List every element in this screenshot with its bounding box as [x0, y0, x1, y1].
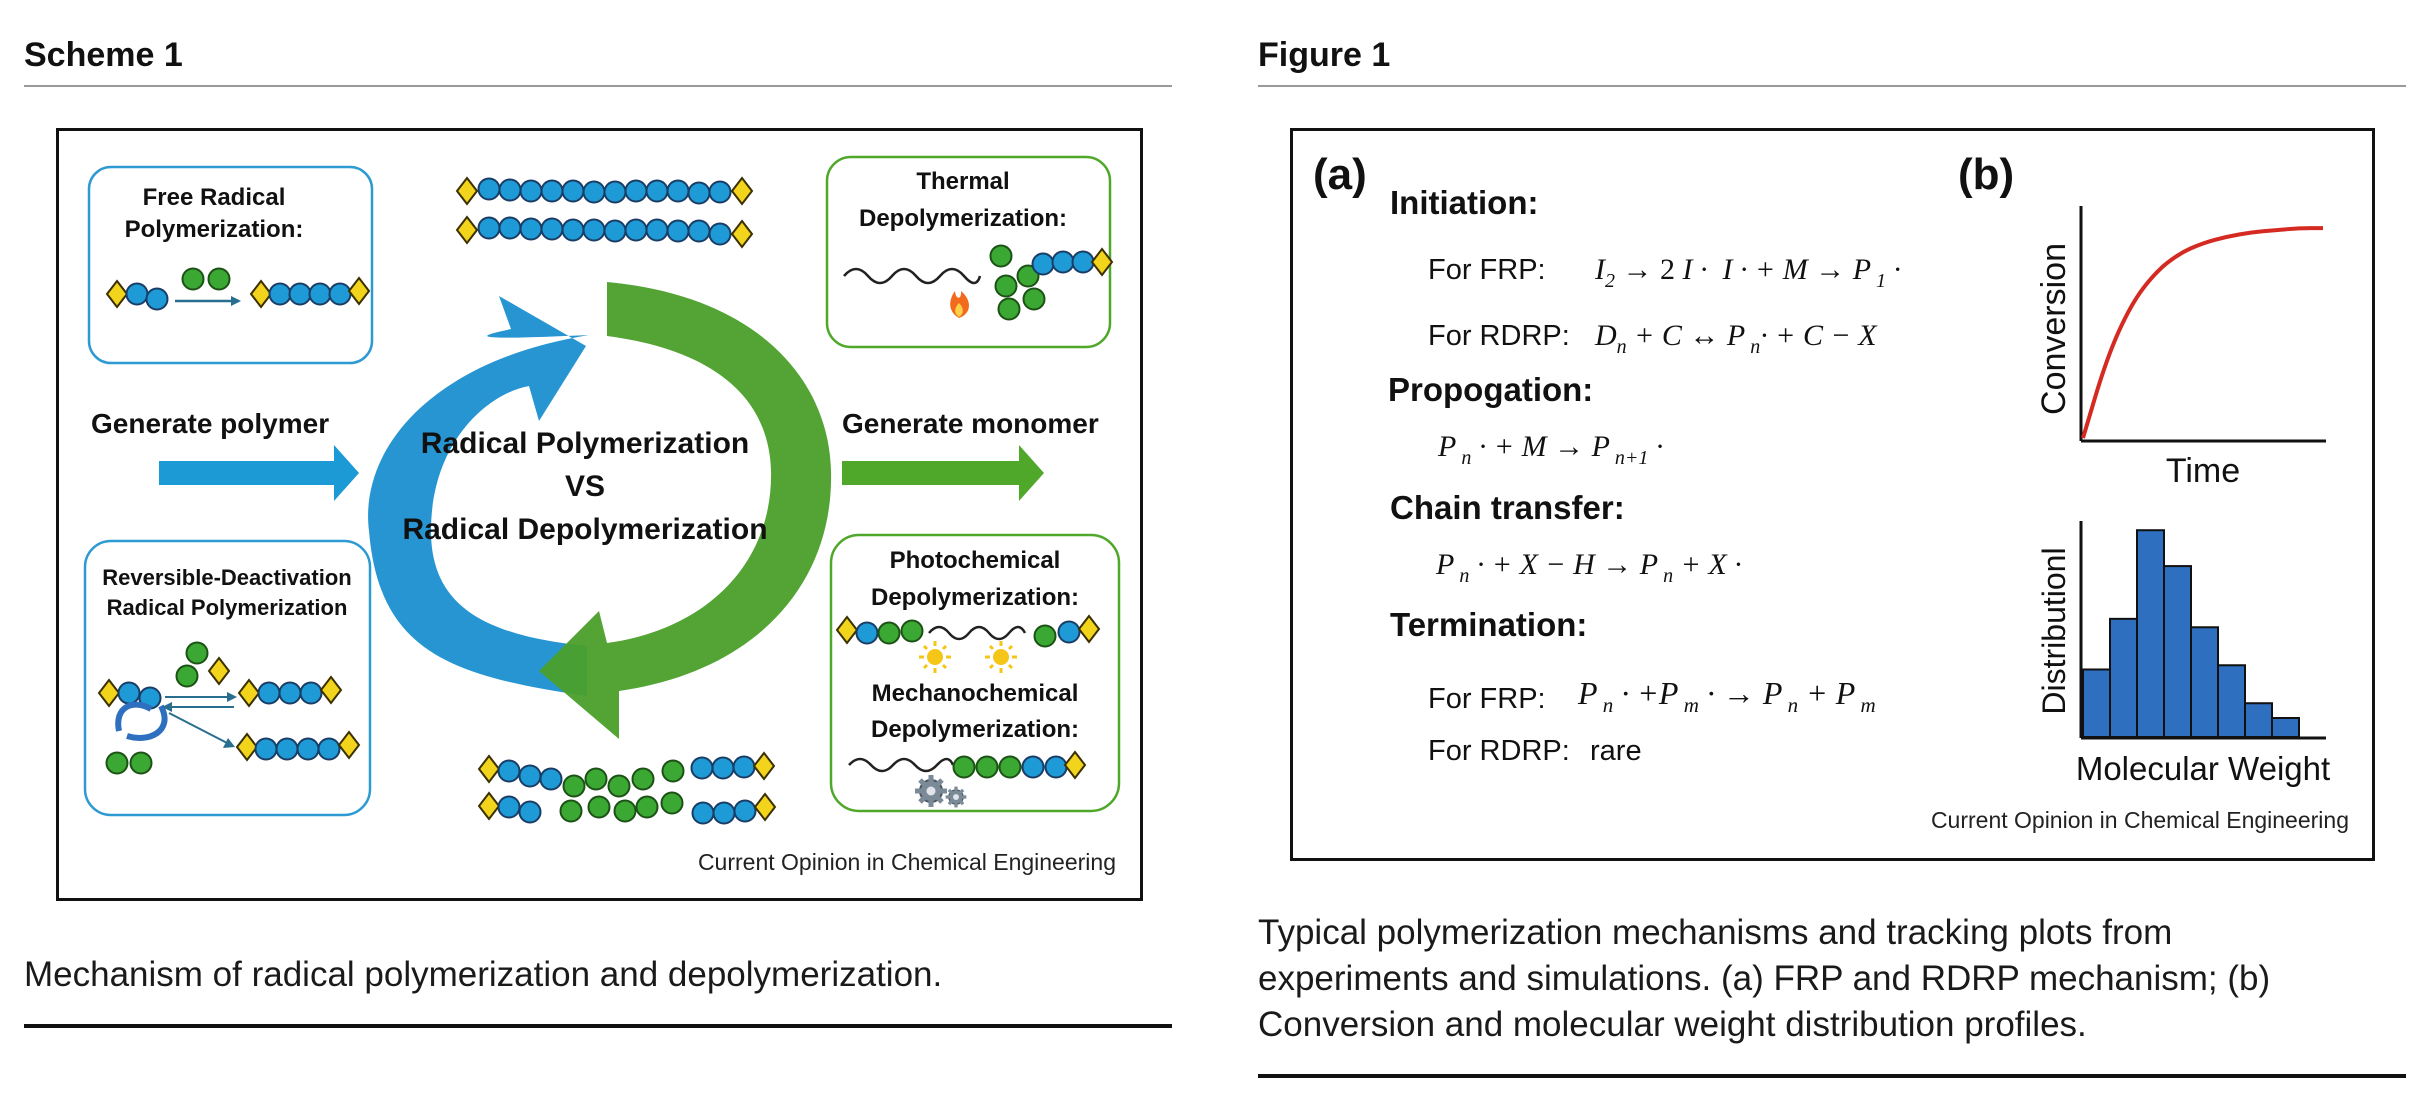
rdrp-title-line2: Radical Polymerization: [107, 595, 348, 620]
initiation-rdrp-equation: Dn + C ↔ P n· + C − X: [1594, 319, 1878, 358]
distribution-bar: [2163, 565, 2192, 738]
figure-caption: Typical polymerization mechanisms and tr…: [1258, 910, 2270, 1048]
figure-heading: Figure 1: [1258, 36, 1391, 74]
scheme-caption: Mechanism of radical polymerization and …: [24, 955, 943, 994]
generate-polymer-arrow: [159, 445, 359, 501]
green-cycle-arrow: [539, 282, 832, 739]
molecular-weight-x-label: Molecular Weight: [2076, 750, 2330, 787]
generate-monomer-arrow: [842, 445, 1044, 501]
photo-mechano-box: [829, 533, 1121, 813]
scheme-credit: Current Opinion in Chemical Engineering: [698, 849, 1116, 875]
chain-transfer-equation: P n · + X − H → P n + X ·: [1435, 548, 1742, 587]
initiation-frp-equation: I2 → 2 I · I · + M → P 1 ·: [1594, 253, 1901, 292]
distribution-bar: [2190, 626, 2219, 738]
time-x-label: Time: [2166, 452, 2240, 490]
panel-a-label: (a): [1313, 150, 1367, 199]
distribution-bar: [2244, 702, 2273, 738]
free-radical-title-line2: Polymerization:: [125, 216, 304, 243]
distribution-bar: [2217, 664, 2246, 739]
chain-transfer-heading: Chain transfer:: [1390, 489, 1625, 526]
generate-monomer-label: Generate monomer: [842, 408, 1099, 439]
termination-rdrp-label: For RDRP:: [1428, 735, 1570, 767]
photochemical-title-line2: Depolymerization:: [871, 584, 1079, 611]
thermal-title-line2: Depolymerization:: [859, 205, 1067, 232]
distribution-bar: [2136, 529, 2165, 738]
scheme-heading: Scheme 1: [24, 36, 183, 74]
termination-heading: Termination:: [1390, 606, 1587, 643]
figure-bottom-rule: [1258, 1074, 2406, 1078]
rdrp-title-line1: Reversible-Deactivation: [102, 565, 351, 590]
free-radical-title-line1: Free Radical: [143, 184, 286, 211]
figure-caption-line3: Conversion and molecular weight distribu…: [1258, 1005, 2087, 1044]
figure-diagram: (a) Initiation: For FRP: I2 → 2 I · I · …: [1313, 150, 2349, 833]
generate-polymer-label: Generate polymer: [91, 408, 329, 439]
termination-frp-label: For FRP:: [1428, 683, 1546, 715]
fire-icon: [950, 291, 969, 318]
top-polymer-chains: [456, 177, 753, 248]
blue-cycle-arrow: [368, 296, 589, 696]
distribution-chart: Distributionl Molecular Weight: [2036, 521, 2330, 787]
distribution-bar: [2109, 617, 2138, 738]
conversion-chart: Conversion Time: [2035, 206, 2326, 490]
mechanochemical-title-line1: Mechanochemical: [872, 680, 1079, 707]
distribution-y-label: Distributionl: [2036, 547, 2072, 714]
distribution-bars: [2082, 529, 2300, 739]
termination-frp-equation: P n · +P m · → P n + P m: [1577, 675, 1876, 717]
propagation-equation: P n · + M → P n+1 ·: [1437, 430, 1663, 469]
bottom-fragments: [478, 752, 776, 825]
scheme-heading-rule: [24, 85, 1172, 87]
center-title-line1: Radical Polymerization: [421, 427, 749, 460]
photo-molecules: [836, 615, 1100, 675]
conversion-y-label: Conversion: [2035, 243, 2073, 415]
figure-panel: (a) Initiation: For FRP: I2 → 2 I · I · …: [1290, 128, 2375, 861]
mechano-molecules: [848, 751, 1086, 807]
figure-heading-rule: [1258, 85, 2406, 87]
free-radical-molecules: [106, 267, 370, 311]
panel-b-label: (b): [1958, 150, 2014, 199]
scheme-diagram: Radical Polymerization VS Radical Depoly…: [83, 155, 1121, 875]
distribution-bar: [2271, 717, 2300, 739]
figure-credit: Current Opinion in Chemical Engineering: [1931, 807, 2349, 833]
conversion-curve: [2081, 226, 2323, 439]
figure-caption-line1: Typical polymerization mechanisms and tr…: [1258, 913, 2173, 952]
center-title-line3: Radical Depolymerization: [402, 513, 767, 546]
photochemical-title-line1: Photochemical: [890, 547, 1061, 574]
rdrp-molecules: [98, 641, 360, 775]
initiation-rdrp-label: For RDRP:: [1428, 320, 1570, 352]
thermal-molecules: [843, 244, 1113, 321]
initiation-frp-label: For FRP:: [1428, 254, 1546, 286]
thermal-title-line1: Thermal: [916, 168, 1009, 195]
initiation-heading: Initiation:: [1390, 184, 1538, 221]
free-radical-box: [87, 165, 374, 365]
distribution-bar: [2082, 668, 2111, 738]
center-title-line2: VS: [565, 470, 605, 503]
figure-caption-line2: experiments and simulations. (a) FRP and…: [1258, 959, 2271, 998]
termination-rdrp-value: rare: [1590, 735, 1642, 767]
scheme-figure: Radical Polymerization VS Radical Depoly…: [56, 128, 1143, 901]
scheme-bottom-rule: [24, 1024, 1172, 1028]
propagation-heading: Propogation:: [1388, 371, 1593, 408]
mechanochemical-title-line2: Depolymerization:: [871, 716, 1079, 743]
